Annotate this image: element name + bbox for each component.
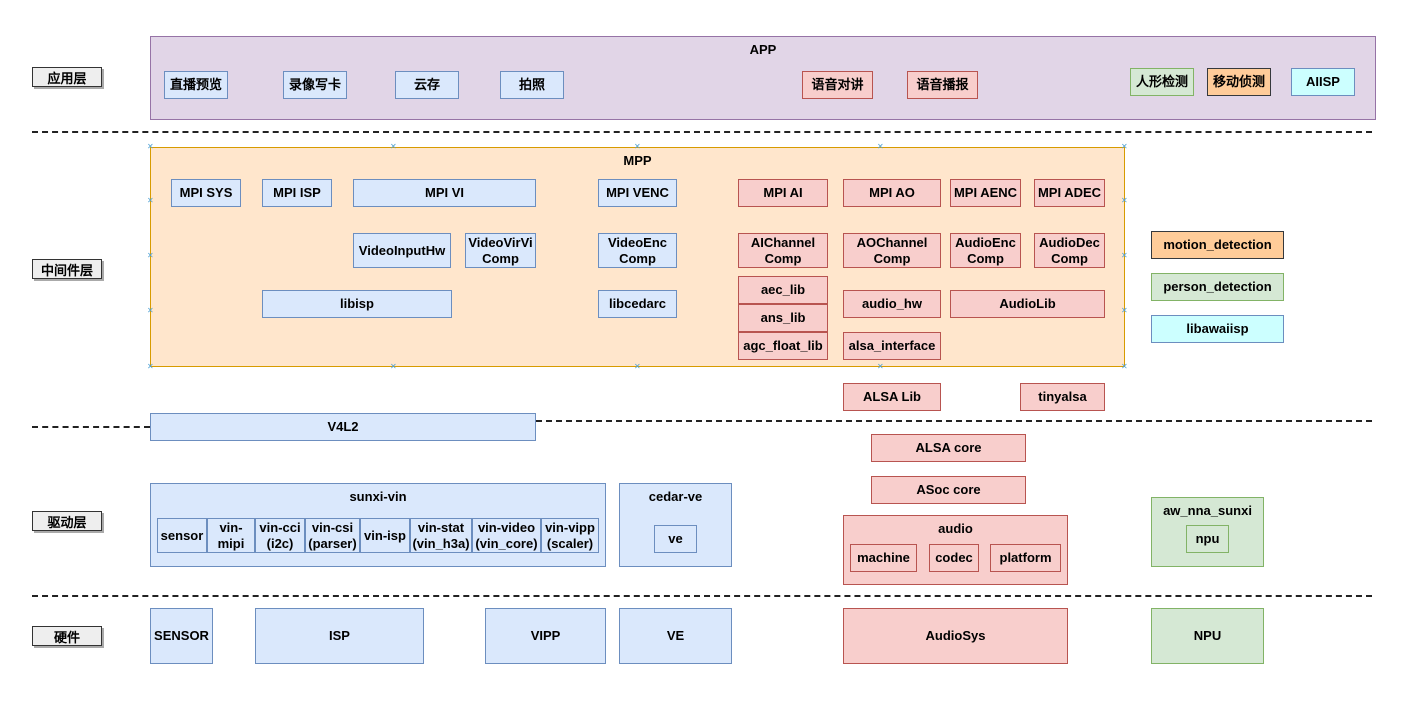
selection-handle: ✕ (1121, 142, 1128, 151)
selection-handle: ✕ (147, 196, 154, 205)
aec-lib: aec_lib (738, 276, 828, 304)
hw-audiosys: AudioSys (843, 608, 1068, 664)
ve: ve (654, 525, 697, 553)
hw-ve: VE (619, 608, 732, 664)
mpi-ai: MPI AI (738, 179, 828, 207)
ai-channel-comp: AIChannel Comp (738, 233, 828, 268)
app-item-record: 录像写卡 (283, 71, 347, 99)
vin-mipi: vin-mipi (207, 518, 255, 553)
npu-driver: npu (1186, 525, 1229, 553)
tinyalsa: tinyalsa (1020, 383, 1105, 411)
selection-handle: ✕ (147, 142, 154, 151)
aw-nna-title: aw_nna_sunxi (1163, 503, 1252, 518)
video-vir-vi-comp: VideoVirVi Comp (465, 233, 536, 268)
mpi-vi: MPI VI (353, 179, 536, 207)
app-item-aiisp: AIISP (1291, 68, 1355, 96)
agc-float-lib: agc_float_lib (738, 332, 828, 360)
alsa-core: ALSA core (871, 434, 1026, 462)
mpi-aenc: MPI AENC (950, 179, 1021, 207)
separator-middleware-driver-right (536, 420, 1372, 422)
hw-npu: NPU (1151, 608, 1264, 664)
libisp: libisp (262, 290, 452, 318)
v4l2: V4L2 (150, 413, 536, 441)
selection-handle: ✕ (1121, 362, 1128, 371)
selection-handle: ✕ (147, 362, 154, 371)
app-item-voice-intercom: 语音对讲 (802, 71, 873, 99)
app-item-live-preview: 直播预览 (164, 71, 228, 99)
asoc-core: ASoc core (871, 476, 1026, 504)
mpi-adec: MPI ADEC (1034, 179, 1105, 207)
selection-handle: ✕ (634, 142, 641, 151)
sunxi-vin-title: sunxi-vin (349, 489, 407, 504)
vin-sensor: sensor (157, 518, 207, 553)
app-item-photo: 拍照 (500, 71, 564, 99)
vin-cci: vin-cci (i2c) (255, 518, 305, 553)
video-enc-comp: VideoEnc Comp (598, 233, 677, 268)
mpi-ao: MPI AO (843, 179, 941, 207)
audio-machine: machine (850, 544, 917, 572)
mpp-title: MPP (623, 153, 652, 168)
app-title: APP (749, 42, 777, 57)
vin-vipp: vin-vipp (scaler) (541, 518, 599, 553)
ans-lib: ans_lib (738, 304, 828, 332)
motion-detection: motion_detection (1151, 231, 1284, 259)
hw-sensor: SENSOR (150, 608, 213, 664)
selection-handle: ✕ (1121, 306, 1128, 315)
selection-handle: ✕ (147, 251, 154, 260)
audio-hw: audio_hw (843, 290, 941, 318)
app-item-motion-detect: 移动侦测 (1207, 68, 1271, 96)
alsa-interface: alsa_interface (843, 332, 941, 360)
selection-handle: ✕ (634, 362, 641, 371)
selection-handle: ✕ (1121, 251, 1128, 260)
mpi-venc: MPI VENC (598, 179, 677, 207)
audio-codec: codec (929, 544, 979, 572)
vin-csi: vin-csi (parser) (305, 518, 360, 553)
hw-isp: ISP (255, 608, 424, 664)
separator-driver-hardware (32, 595, 1372, 597)
libcedarc: libcedarc (598, 290, 677, 318)
audio-dec-comp: AudioDec Comp (1034, 233, 1105, 268)
mpi-sys: MPI SYS (171, 179, 241, 207)
person-detection: person_detection (1151, 273, 1284, 301)
layer-label-driver: 驱动层 (32, 511, 102, 531)
vin-video: vin-video (vin_core) (472, 518, 541, 553)
hw-vipp: VIPP (485, 608, 606, 664)
separator-middleware-driver-left (32, 426, 150, 428)
selection-handle: ✕ (1121, 196, 1128, 205)
selection-handle: ✕ (877, 142, 884, 151)
selection-handle: ✕ (390, 142, 397, 151)
app-item-voice-broadcast: 语音播报 (907, 71, 978, 99)
alsa-lib: ALSA Lib (843, 383, 941, 411)
selection-handle: ✕ (877, 362, 884, 371)
app-item-human-detect: 人形检测 (1130, 68, 1194, 96)
layer-label-middleware: 中间件层 (32, 259, 102, 279)
layer-label-app: 应用层 (32, 67, 102, 87)
mpi-isp: MPI ISP (262, 179, 332, 207)
layer-label-hardware: 硬件 (32, 626, 102, 646)
cedar-ve-title: cedar-ve (648, 489, 703, 504)
audio-lib: AudioLib (950, 290, 1105, 318)
selection-handle: ✕ (390, 362, 397, 371)
selection-handle: ✕ (147, 306, 154, 315)
libawaiisp: libawaiisp (1151, 315, 1284, 343)
vin-stat: vin-stat (vin_h3a) (410, 518, 472, 553)
audio-driver-title: audio (938, 521, 973, 536)
ao-channel-comp: AOChannel Comp (843, 233, 941, 268)
audio-platform: platform (990, 544, 1061, 572)
audio-enc-comp: AudioEnc Comp (950, 233, 1021, 268)
vin-isp: vin-isp (360, 518, 410, 553)
separator-app-middleware (32, 131, 1372, 133)
app-item-cloud: 云存 (395, 71, 459, 99)
video-input-hw: VideoInputHw (353, 233, 451, 268)
